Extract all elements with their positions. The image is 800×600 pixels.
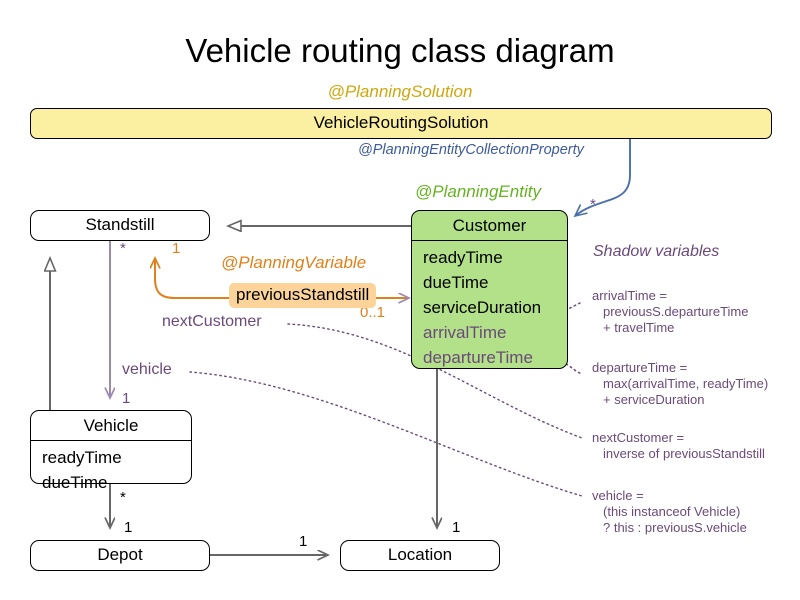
- class-divider: [31, 440, 191, 441]
- class-box-location[interactable]: Location: [340, 540, 500, 571]
- multiplicity-next-customer-one: 1: [172, 240, 181, 257]
- multiplicity-standstill-star: *: [120, 240, 126, 257]
- page-title: Vehicle routing class diagram: [185, 32, 615, 69]
- note-line: max(arrivalTime, readyTime): [603, 376, 769, 391]
- multiplicity-depot-location-one: 1: [299, 533, 308, 550]
- multiplicity-previous-standstill: 0..1: [360, 304, 386, 321]
- note-line: nextCustomer =: [592, 430, 685, 445]
- class-name-customer: Customer: [452, 216, 527, 235]
- edge-label-next-customer: nextCustomer: [162, 313, 262, 330]
- class-fields-vehicle: readyTime dueTime: [31, 441, 191, 499]
- note-vehicle: vehicle = (this instanceof Vehicle) ? th…: [592, 488, 747, 536]
- class-box-standstill[interactable]: Standstill: [30, 210, 210, 241]
- class-box-vehicle-routing-solution[interactable]: VehicleRoutingSolution: [30, 108, 772, 139]
- note-line: inverse of previousStandstill: [603, 446, 765, 461]
- annotation-planning-entity: @PlanningEntity: [415, 182, 541, 201]
- class-box-vehicle[interactable]: Vehicle readyTime dueTime: [30, 410, 192, 492]
- multiplicity-vehicle-one: 1: [122, 390, 131, 407]
- note-line: departureTime =: [592, 360, 688, 375]
- field-due-time: dueTime: [423, 273, 489, 292]
- note-line: ? this : previousS.vehicle: [603, 520, 747, 535]
- multiplicity-vehicle-star: *: [120, 489, 126, 506]
- edge-solution-customer: [575, 139, 631, 216]
- multiplicity-customer-location-one: 1: [452, 519, 461, 536]
- class-box-customer[interactable]: Customer readyTime dueTime serviceDurati…: [411, 210, 568, 369]
- class-name-vehicle-routing-solution: VehicleRoutingSolution: [313, 113, 489, 132]
- note-line: previousS.departureTime: [603, 304, 749, 319]
- leader-next-customer: [287, 323, 583, 439]
- annotation-planning-variable: @PlanningVariable: [221, 253, 367, 272]
- edge-label-previous-standstill: previousStandstill: [229, 283, 377, 308]
- leader-vehicle: [189, 371, 583, 497]
- class-divider: [412, 240, 567, 241]
- note-departure-time: departureTime = max(arrivalTime, readyTi…: [592, 360, 768, 408]
- note-line: + travelTime: [603, 320, 675, 335]
- field-arrival-time: arrivalTime: [423, 323, 507, 342]
- class-fields-customer: readyTime dueTime serviceDuration arriva…: [412, 241, 567, 374]
- multiplicity-depot-one: 1: [124, 519, 133, 536]
- field-ready-time: readyTime: [423, 248, 503, 267]
- note-line: vehicle =: [592, 488, 644, 503]
- note-line: (this instanceof Vehicle): [603, 504, 741, 519]
- class-box-depot[interactable]: Depot: [30, 540, 210, 571]
- annotation-planning-entity-collection-property: @PlanningEntityCollectionProperty: [358, 142, 584, 158]
- leader-departure-time: [556, 359, 583, 375]
- multiplicity-solution-customer: *: [590, 196, 596, 213]
- edge-customer-previous-standstill: [155, 258, 400, 299]
- field-service-duration: serviceDuration: [423, 298, 542, 317]
- note-line: arrivalTime =: [592, 288, 668, 303]
- note-line: + serviceDuration: [603, 392, 705, 407]
- field-departure-time: departureTime: [423, 348, 533, 367]
- class-name-location: Location: [387, 545, 453, 564]
- class-name-depot: Depot: [97, 545, 143, 564]
- note-next-customer: nextCustomer = inverse of previousStands…: [592, 430, 765, 462]
- class-name-standstill: Standstill: [85, 215, 155, 234]
- note-arrival-time: arrivalTime = previousS.departureTime + …: [592, 288, 748, 336]
- shadow-variables-title: Shadow variables: [593, 243, 720, 260]
- edge-label-vehicle: vehicle: [122, 361, 172, 378]
- annotation-planning-solution: @PlanningSolution: [327, 82, 473, 101]
- field-ready-time: readyTime: [42, 448, 122, 467]
- field-due-time: dueTime: [42, 473, 108, 492]
- class-name-vehicle: Vehicle: [83, 416, 139, 435]
